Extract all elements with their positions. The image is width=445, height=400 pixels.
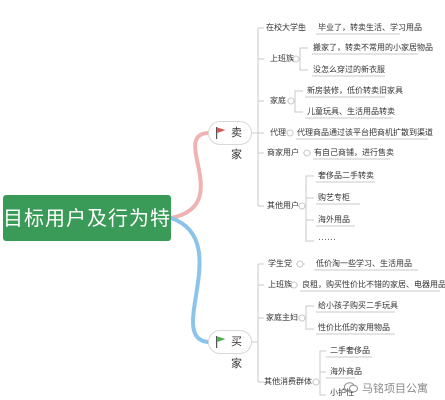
buyer-item: 良租，购买性价比不错的家居、电器用品 xyxy=(302,280,445,289)
seller-item: 有自己商铺，进行售卖 xyxy=(314,148,394,157)
seller-item: 新房装修，低价转卖旧家具 xyxy=(307,86,403,95)
buyer-connector xyxy=(169,216,210,344)
green-flag-icon xyxy=(216,336,226,348)
seller-label: 卖家 xyxy=(231,126,242,161)
root-topic: 目标用户及行为特征 xyxy=(3,195,171,276)
buyer-item: 性价比低的家用物品 xyxy=(318,323,390,332)
seller-item: 海外用品 xyxy=(318,215,350,224)
seller-connector xyxy=(169,131,210,220)
wechat-icon xyxy=(344,382,358,393)
seller-item: 毕业了，转卖生活、学习用品 xyxy=(318,23,422,32)
buyer-label: 买家 xyxy=(231,335,242,370)
buyer-branch: 买家 xyxy=(208,330,252,370)
seller-item: 购艺专柜 xyxy=(318,193,350,202)
seller-group-label: 其他用户 xyxy=(267,201,299,210)
seller-group-label: 在校大学生 xyxy=(266,23,306,32)
seller-item: 代理商品通过该平台把商机扩散到渠道 xyxy=(297,128,433,137)
seller-group-label: 上班族 xyxy=(270,54,294,63)
seller-item: 搬家了，转卖不常用的小家居物品 xyxy=(313,43,433,52)
seller-item: 没怎么穿过的新衣服 xyxy=(313,65,385,74)
seller-group-label: 家庭 xyxy=(270,96,286,105)
buyer-item: 低价淘一些学习、生活用品 xyxy=(316,259,412,268)
seller-more-ellipsis: …… xyxy=(318,233,336,243)
seller-item: 儿童玩具、生活用品转卖 xyxy=(307,107,395,116)
seller-branch: 卖家 xyxy=(208,121,252,161)
watermark: 马铭项目公寓 xyxy=(344,380,428,396)
buyer-item: 给小孩子购买二手玩具 xyxy=(318,301,398,310)
buyer-group-label: 上班族 xyxy=(268,280,292,289)
seller-item: 奢侈品二手转卖 xyxy=(318,171,374,180)
buyer-item: 小护性 xyxy=(330,388,354,397)
watermark-text: 马铭项目公寓 xyxy=(362,382,428,395)
buyer-item: 二手奢侈品 xyxy=(330,346,370,355)
seller-group-label: 商家用户 xyxy=(267,148,299,157)
buyer-group-label: 学生党 xyxy=(268,259,292,268)
buyer-item: 海外商品 xyxy=(330,367,362,376)
buyer-group-label: 其他消费群体 xyxy=(264,377,312,386)
buyer-group-label: 家庭主妇 xyxy=(266,313,298,322)
red-flag-icon xyxy=(216,127,226,139)
seller-group-label: 代理 xyxy=(270,128,286,137)
